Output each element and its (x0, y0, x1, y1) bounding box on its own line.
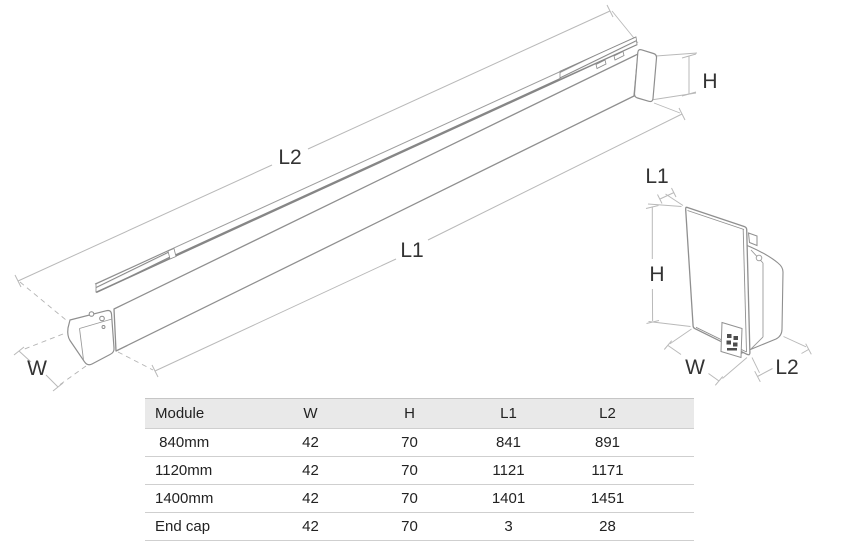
connector-body (68, 311, 114, 365)
col-header-module: Module (145, 399, 261, 429)
cell-l2: 1171 (558, 457, 657, 485)
profile-front-face (114, 54, 638, 351)
dim-label-w-main: W (27, 357, 47, 380)
cell-l2: 891 (558, 429, 657, 457)
cell-h: 70 (360, 513, 459, 541)
table-row-1400mm: 1400mm 42 70 1401 1451 (145, 485, 694, 513)
cell-l2: 28 (558, 513, 657, 541)
cell-module: End cap (145, 513, 261, 541)
dim-label-l1-main: L1 (400, 239, 423, 262)
dimension-l1-endcap (658, 188, 684, 206)
cell-module: 840mm (145, 429, 261, 457)
track-joiner-connector (68, 311, 114, 365)
cell-l1: 1401 (459, 485, 558, 513)
cell-l1: 841 (459, 429, 558, 457)
track-contact-strip-left (96, 250, 170, 292)
main-profile-drawing: L2 L1 H W (14, 5, 718, 391)
cell-w: 42 (261, 457, 360, 485)
profile-right-end-face (634, 50, 656, 102)
cell-l1: 3 (459, 513, 558, 541)
connector-pin (102, 326, 105, 329)
cell-module: 1400mm (145, 485, 261, 513)
col-header-h: H (360, 399, 459, 429)
table-row-840mm: 840mm 42 70 841 891 (145, 429, 694, 457)
spec-table-header-row: Module W H L1 L2 (145, 399, 694, 429)
profile-body (95, 37, 657, 351)
cell-w: 42 (261, 513, 360, 541)
col-header-l1: L1 (459, 399, 558, 429)
cell-module: 1120mm (145, 457, 261, 485)
col-header-filler (657, 399, 694, 429)
dim-label-h-endcap: H (649, 263, 664, 286)
col-header-l2: L2 (558, 399, 657, 429)
dim-label-l2-main: L2 (278, 146, 301, 169)
dimension-h-main (682, 54, 696, 96)
track-end-detail (168, 249, 176, 260)
endcap-housing-hole (756, 255, 762, 261)
channel-back-edge (95, 37, 636, 284)
cell-w: 42 (261, 429, 360, 457)
table-row-end-cap: End cap 42 70 3 28 (145, 513, 694, 541)
cell-h: 70 (360, 485, 459, 513)
cell-h: 70 (360, 429, 459, 457)
cell-l2: 1451 (558, 485, 657, 513)
cell-w: 42 (261, 485, 360, 513)
spec-table: Module W H L1 L2 840mm 42 70 841 891 112… (145, 398, 694, 541)
dim-label-l2-endcap: L2 (775, 356, 798, 379)
connector-screw-1 (89, 312, 94, 317)
dim-label-h-main: H (702, 70, 717, 93)
end-cap-drawing: L1 H W L2 (645, 165, 811, 385)
connector-screw-2 (100, 316, 105, 321)
cell-l1: 1121 (459, 457, 558, 485)
table-row-1120mm: 1120mm 42 70 1121 1171 (145, 457, 694, 485)
dim-label-l1-endcap: L1 (645, 165, 668, 188)
endcap-tab (749, 233, 758, 246)
dim-label-w-endcap: W (685, 356, 705, 379)
endcap-sticker (721, 323, 742, 358)
track-line (96, 44, 637, 292)
col-header-w: W (261, 399, 360, 429)
cell-h: 70 (360, 457, 459, 485)
